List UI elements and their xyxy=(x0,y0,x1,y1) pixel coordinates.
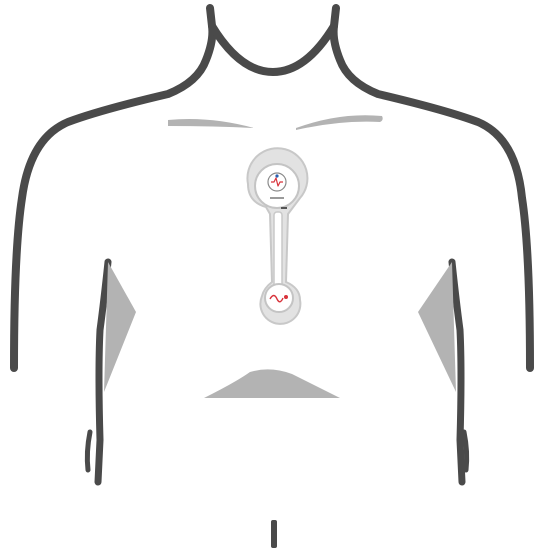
chest-patch-device xyxy=(247,148,307,324)
patch-indicator xyxy=(281,207,287,209)
left-collarbone-shade xyxy=(168,119,254,128)
right-collarbone-shade xyxy=(296,115,383,130)
right-hip-line xyxy=(464,432,467,470)
neck-curve xyxy=(212,26,334,72)
left-armpit-shade xyxy=(104,262,136,392)
bottom-logo-dot-icon xyxy=(284,295,288,299)
patch-stem xyxy=(274,212,282,288)
lower-chest-shade xyxy=(204,369,340,398)
status-dot-icon xyxy=(275,174,278,177)
patch-bottom-face xyxy=(265,284,293,312)
navel-line xyxy=(271,520,277,548)
right-armpit-shade xyxy=(418,262,456,392)
left-hip-line xyxy=(87,432,90,470)
patch-top-label xyxy=(270,197,284,199)
